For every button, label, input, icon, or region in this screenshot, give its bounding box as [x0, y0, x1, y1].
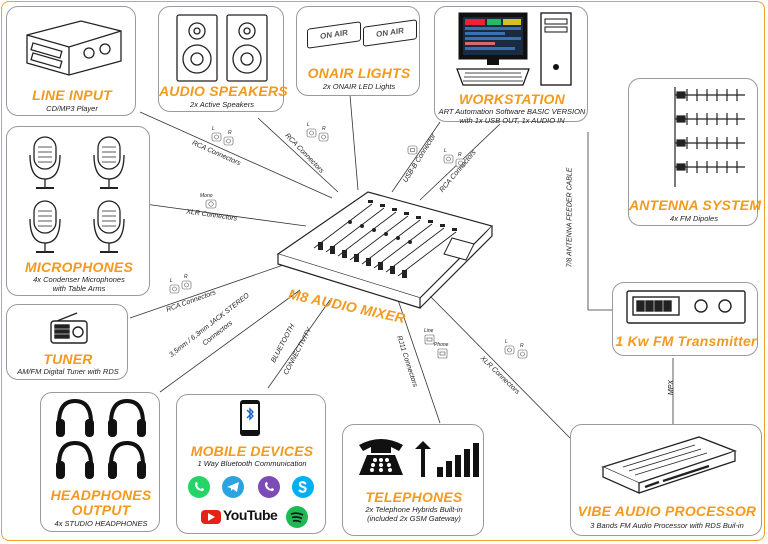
workstation-subtitle-1: ART Automation Software BASIC VERSION: [438, 107, 586, 116]
onair-lights-title: ONAIR LIGHTS: [307, 65, 411, 81]
computer-icon: [456, 12, 572, 86]
microphones-subtitle-2: with Table Arms: [52, 284, 106, 293]
tuner-subtitle: AM/FM Digital Tuner with RDS: [17, 367, 119, 376]
connector-mark-left: L: [212, 126, 215, 132]
onair-lights-subtitle: 2x ONAIR LED Lights: [322, 82, 396, 91]
audio-processor-icon: [601, 436, 737, 495]
youtube-wordmark: YouTube: [223, 507, 278, 523]
skype-icon: [292, 476, 314, 498]
workstation-title: WORKSTATION: [459, 91, 565, 107]
headphones-box: HEADPHONES OUTPUT 4x STUDIO HEADPHONES: [40, 392, 160, 532]
headphones-icon: [54, 399, 148, 481]
signal-bars-icon: [415, 441, 479, 477]
connection-label-antenna-cable: 7/8 ANTENNA FEEDER CABLE: [566, 167, 574, 268]
vibe-processor-title: VIBE AUDIO PROCESSOR: [577, 503, 757, 519]
viber-icon: [258, 476, 280, 498]
mobile-devices-title: MOBILE DEVICES: [190, 443, 314, 459]
line-input-title: LINE INPUT: [32, 87, 112, 103]
connector-mark-mono: Mono: [200, 193, 213, 199]
connector-mark-left: L: [307, 122, 310, 128]
connector-mark-right: R: [520, 343, 524, 349]
transmitter-box: 1 Kw FM Transmitter: [612, 282, 758, 356]
connector-mark-left: L: [444, 148, 447, 154]
radio-icon: [50, 312, 88, 344]
mobile-devices-subtitle: 1 Way Bluetooth Communication: [197, 459, 307, 468]
cd-player-icon: [26, 20, 122, 76]
antenna-system-title: ANTENNA SYSTEM: [629, 197, 762, 213]
tuner-box: TUNER AM/FM Digital Tuner with RDS: [6, 304, 128, 380]
workstation-subtitle-2: with 1x USB OUT, 1x AUDIO IN: [459, 116, 565, 125]
transmitter-title: 1 Kw FM Transmitter: [615, 333, 757, 349]
youtube-icon: YouTube: [201, 507, 278, 527]
mixer-icon: [276, 191, 494, 309]
workstation-box: WORKSTATION ART Automation Software BASI…: [434, 6, 588, 125]
spotify-icon: [286, 506, 308, 528]
speaker-icon: [176, 14, 268, 82]
connector-mark-phone: Phone: [434, 342, 449, 348]
telephones-box: TELEPHONES 2x Telephone Hybrids Built-in…: [342, 424, 484, 536]
mobile-devices-box: MOBILE DEVICES 1 Way Bluetooth Communica…: [176, 394, 326, 534]
telephones-subtitle-2: (included 2x GSM Gateway): [367, 514, 461, 523]
connector-mark-right: R: [228, 130, 232, 136]
microphones-subtitle-1: 4x Condenser Microphones: [33, 275, 125, 284]
smartphone-icon: [240, 400, 260, 436]
connection-label-mpx: MPX: [668, 379, 676, 396]
telephones-title: TELEPHONES: [365, 489, 463, 505]
onair-lights-box: ON AIR ON AIR ONAIR LIGHTS 2x ONAIR LED …: [296, 6, 420, 96]
transmitter-icon: [626, 290, 746, 324]
antenna-icon: [674, 87, 745, 187]
onair-sign-icon: ON AIR: [363, 19, 417, 47]
telegram-icon: [222, 476, 244, 498]
headphones-subtitle: 4x STUDIO HEADPHONES: [54, 519, 148, 528]
whatsapp-icon: [188, 476, 210, 498]
connector-mark-line: Line: [424, 328, 434, 334]
vibe-processor-subtitle: 3 Bands FM Audio Processor with RDS Buil…: [590, 521, 744, 530]
antenna-system-box: ANTENNA SYSTEM 4x FM Dipoles: [628, 78, 762, 226]
antenna-system-subtitle: 4x FM Dipoles: [670, 214, 718, 223]
microphones-box: MICROPHONES 4x Condenser Microphones wit…: [6, 126, 150, 296]
telephones-subtitle-1: 2x Telephone Hybrids Built-in: [365, 505, 463, 514]
audio-speakers-subtitle: 2x Active Speakers: [190, 100, 254, 109]
connector-mark-right: R: [458, 152, 462, 158]
headphones-title-1: HEADPHONES: [50, 487, 152, 503]
audio-speakers-title: AUDIO SPEAKERS: [159, 83, 288, 99]
onair-sign-icon: ON AIR: [307, 21, 361, 49]
line-input-box: LINE INPUT CD/MP3 Player: [6, 6, 136, 116]
telephone-icon: [359, 439, 403, 475]
connector-mark-left: L: [505, 339, 508, 345]
connector-mark-right: R: [322, 126, 326, 132]
connector-mark-right: R: [184, 274, 188, 280]
tuner-title: TUNER: [43, 351, 93, 367]
headphones-title-2: OUTPUT: [71, 502, 131, 518]
audio-speakers-box: AUDIO SPEAKERS 2x Active Speakers: [158, 6, 288, 112]
microphones-title: MICROPHONES: [25, 259, 133, 275]
microphone-icon: [29, 136, 125, 253]
connector-mark-left: L: [170, 278, 173, 284]
vibe-processor-box: VIBE AUDIO PROCESSOR 3 Bands FM Audio Pr…: [570, 424, 762, 536]
line-input-subtitle: CD/MP3 Player: [46, 104, 98, 113]
